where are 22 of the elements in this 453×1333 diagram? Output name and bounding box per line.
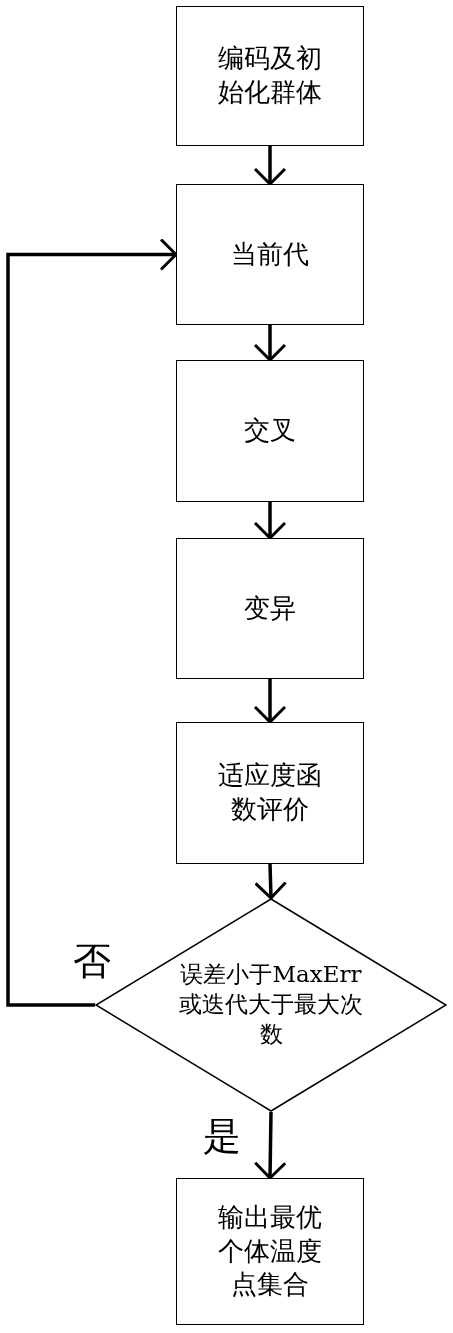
process-box xyxy=(176,360,364,502)
arrow xyxy=(6,238,178,1007)
arrow xyxy=(253,502,287,540)
node-text: 当前代 xyxy=(230,237,310,271)
node-text: 编码及初始化群体 xyxy=(217,42,323,109)
node-text: 交叉 xyxy=(243,414,297,448)
node-text: 误差小于MaxErr或迭代大于最大次数 xyxy=(178,960,364,1049)
process-box xyxy=(176,184,364,325)
process-box xyxy=(176,6,364,146)
edge-label: 是 xyxy=(203,1117,241,1155)
arrow xyxy=(253,679,287,724)
arrow xyxy=(253,146,287,186)
node-text: 变异 xyxy=(243,591,297,625)
node-text: 适应度函数评价 xyxy=(217,759,323,826)
arrow xyxy=(254,863,288,900)
process-box xyxy=(176,722,364,864)
edge-label: 否 xyxy=(73,942,111,980)
arrow xyxy=(253,325,287,362)
arrow xyxy=(253,1111,287,1180)
process-box xyxy=(176,538,364,679)
process-box xyxy=(176,1178,364,1325)
node-text: 输出最优个体温度点集合 xyxy=(217,1200,323,1302)
